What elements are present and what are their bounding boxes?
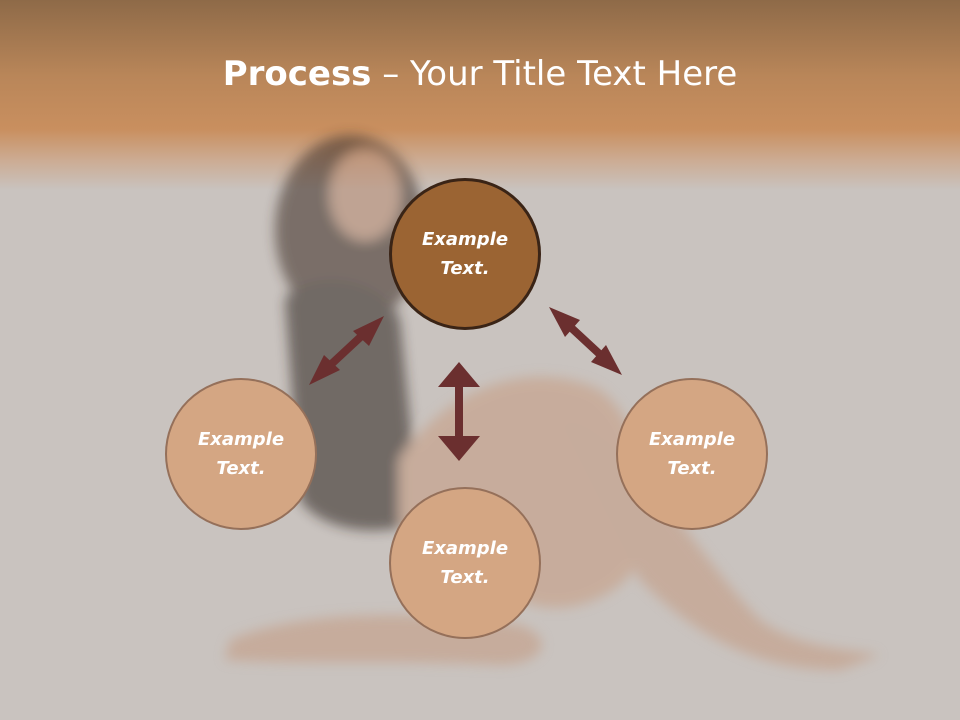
node-top-line1: Example [421, 229, 509, 250]
node-left-line2: Text. [216, 458, 266, 479]
node-top-line2: Text. [440, 258, 490, 279]
process-node-left: Example Text. [165, 378, 317, 530]
arrow-top-right [549, 307, 622, 375]
node-bottom-line2: Text. [440, 567, 490, 588]
node-right-line2: Text. [667, 458, 717, 479]
title-bold: Process [222, 54, 372, 94]
node-right-line1: Example [648, 429, 736, 450]
arrow-top-left [309, 316, 384, 385]
arrow-vertical [438, 362, 480, 461]
process-node-right: Example Text. [616, 378, 768, 530]
process-node-top: Example Text. [389, 178, 541, 330]
process-node-bottom: Example Text. [389, 487, 541, 639]
header-band [0, 0, 960, 190]
node-bottom-line1: Example [421, 538, 509, 559]
node-left-line1: Example [197, 429, 285, 450]
slide-title: Process – Your Title Text Here [0, 52, 960, 96]
title-rest: – Your Title Text Here [371, 54, 738, 94]
